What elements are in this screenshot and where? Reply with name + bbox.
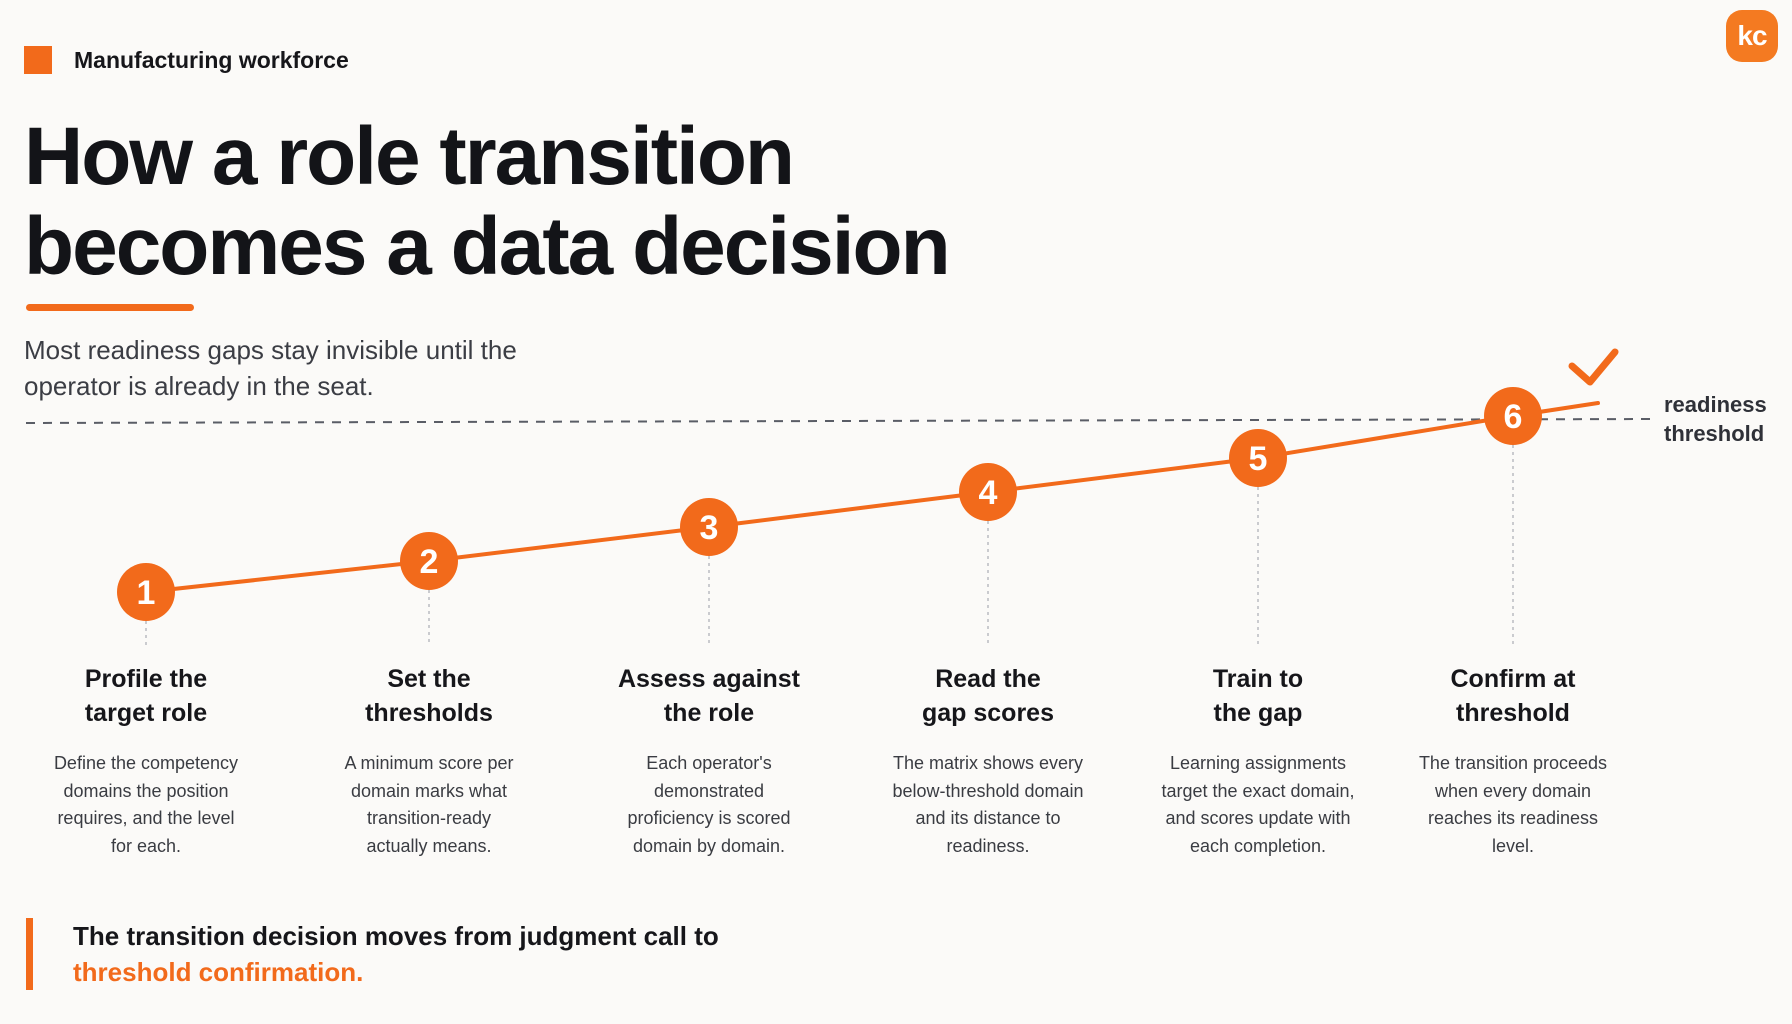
step-description-line: domain marks what <box>350 780 508 801</box>
step-description-line: A minimum score per <box>344 753 514 773</box>
step-node-4: 4 <box>959 463 1017 521</box>
step-node-1: 1 <box>117 563 175 621</box>
step-number: 1 <box>137 574 156 612</box>
step-node-3: 3 <box>680 498 738 556</box>
page-title: How a role transition becomes a data dec… <box>24 111 951 292</box>
step-description-line: readiness. <box>946 835 1030 856</box>
step-title: Profile the target role <box>26 662 266 730</box>
step-title-line: Profile the <box>84 665 208 693</box>
step-number: 3 <box>700 509 719 547</box>
step-node-circle <box>959 463 1017 521</box>
step-node-circle <box>1484 387 1542 445</box>
step-description-line: Learning assignments <box>1169 753 1347 773</box>
step-description-line: Each operator's <box>646 753 772 773</box>
step-description-line: proficiency is scored <box>627 808 791 828</box>
step-description-line: and its distance to <box>915 808 1061 828</box>
readiness-trend-line <box>144 401 1600 594</box>
step-title-line: Read the <box>935 665 1041 693</box>
step-description-line: demonstrated <box>653 780 765 801</box>
takeaway-callout: The transition decision moves from judgm… <box>26 918 719 990</box>
step-node-2: 2 <box>400 532 458 590</box>
eyebrow: Manufacturing workforce <box>24 46 349 74</box>
step-description-line: each completion. <box>1189 835 1327 856</box>
subtitle-line-2: operator is already in the seat. <box>24 371 374 401</box>
step-title-line: Confirm at <box>1450 665 1576 693</box>
step-title-line: threshold <box>1456 699 1570 727</box>
step-node-circle <box>117 563 175 621</box>
step-2: Set the thresholds A minimum score per doma… <box>309 662 549 860</box>
step-description-line: domain by domain. <box>632 835 786 856</box>
step-description-line: The transition proceeds <box>1418 753 1608 773</box>
step-title-line: thresholds <box>365 699 493 727</box>
takeaway-line-2: threshold confirmation. <box>73 957 364 987</box>
takeaway-accent-bar <box>26 918 33 990</box>
takeaway-text: The transition decision moves from judgm… <box>73 918 719 990</box>
step-description: Define the competency domains the positio… <box>26 750 266 860</box>
step-number: 6 <box>1504 398 1523 436</box>
step-connectors <box>145 445 1514 645</box>
threshold-label-line-1: readiness <box>1664 392 1767 417</box>
step-title: Confirm at threshold <box>1393 662 1633 730</box>
threshold-label-line-2: threshold <box>1664 421 1765 446</box>
step-description-line: requires, and the level <box>57 808 235 828</box>
step-description-line: actually means. <box>366 835 492 856</box>
page-title-line-1: How a role transition <box>24 111 795 202</box>
threshold-line <box>25 418 1653 424</box>
check-icon <box>1568 348 1619 386</box>
step-number: 5 <box>1249 440 1268 478</box>
page-title-line-2: becomes a data decision <box>24 201 951 292</box>
title-underline <box>26 304 194 311</box>
takeaway-line-1: The transition decision moves from judgm… <box>73 921 719 951</box>
kc-logo: kc <box>1726 10 1778 62</box>
step-title: Read the gap scores <box>868 662 1108 730</box>
step-description-line: and scores update with <box>1165 808 1351 828</box>
step-node-5: 5 <box>1229 429 1287 487</box>
step-title-line: the gap <box>1213 699 1303 727</box>
step-nodes: 1 2 3 4 5 6 <box>117 387 1542 621</box>
eyebrow-label: Manufacturing workforce <box>74 46 349 73</box>
step-title-line: Train to <box>1212 665 1304 693</box>
step-node-circle <box>680 498 738 556</box>
step-node-circle <box>400 532 458 590</box>
step-title: Set the thresholds <box>309 662 549 730</box>
step-description-line: reaches its readiness <box>1427 808 1599 828</box>
step-description: Each operator's demonstrated proficiency i… <box>589 750 829 860</box>
step-number: 4 <box>979 474 998 512</box>
step-title-line: target role <box>84 699 208 727</box>
step-description-line: domains the position <box>63 780 229 801</box>
step-number: 2 <box>420 543 439 581</box>
step-description: The transition proceeds when every domain… <box>1393 750 1633 860</box>
step-title-line: gap scores <box>921 699 1054 727</box>
step-node-circle <box>1229 429 1287 487</box>
step-description-line: transition-ready <box>366 808 492 828</box>
step-title-line: Assess against <box>617 665 801 693</box>
step-description: The matrix shows every below-threshold do… <box>868 750 1108 860</box>
step-title: Assess against the role <box>589 662 829 730</box>
step-description: Learning assignments target the exact dom… <box>1138 750 1378 860</box>
step-description-line: target the exact domain, <box>1161 780 1355 801</box>
step-title-line: Set the <box>387 665 471 693</box>
step-description: A minimum score per domain marks what tran… <box>309 750 549 860</box>
step-description-line: below-threshold domain <box>892 780 1084 801</box>
step-node-6: 6 <box>1484 387 1542 445</box>
page-subtitle: Most readiness gaps stay invisible until… <box>24 332 584 404</box>
step-description-line: for each. <box>110 835 182 856</box>
step-title: Train to the gap <box>1138 662 1378 730</box>
subtitle-line-1: Most readiness gaps stay invisible until… <box>24 335 517 365</box>
threshold-label: readiness threshold <box>1664 390 1767 448</box>
eyebrow-square-icon <box>24 46 52 74</box>
step-description-line: The matrix shows every <box>892 753 1084 773</box>
step-description-line: level. <box>1491 835 1535 856</box>
step-description-line: when every domain <box>1434 780 1592 801</box>
step-description-line: Define the competency <box>53 753 239 773</box>
step-title-line: the role <box>663 699 755 727</box>
